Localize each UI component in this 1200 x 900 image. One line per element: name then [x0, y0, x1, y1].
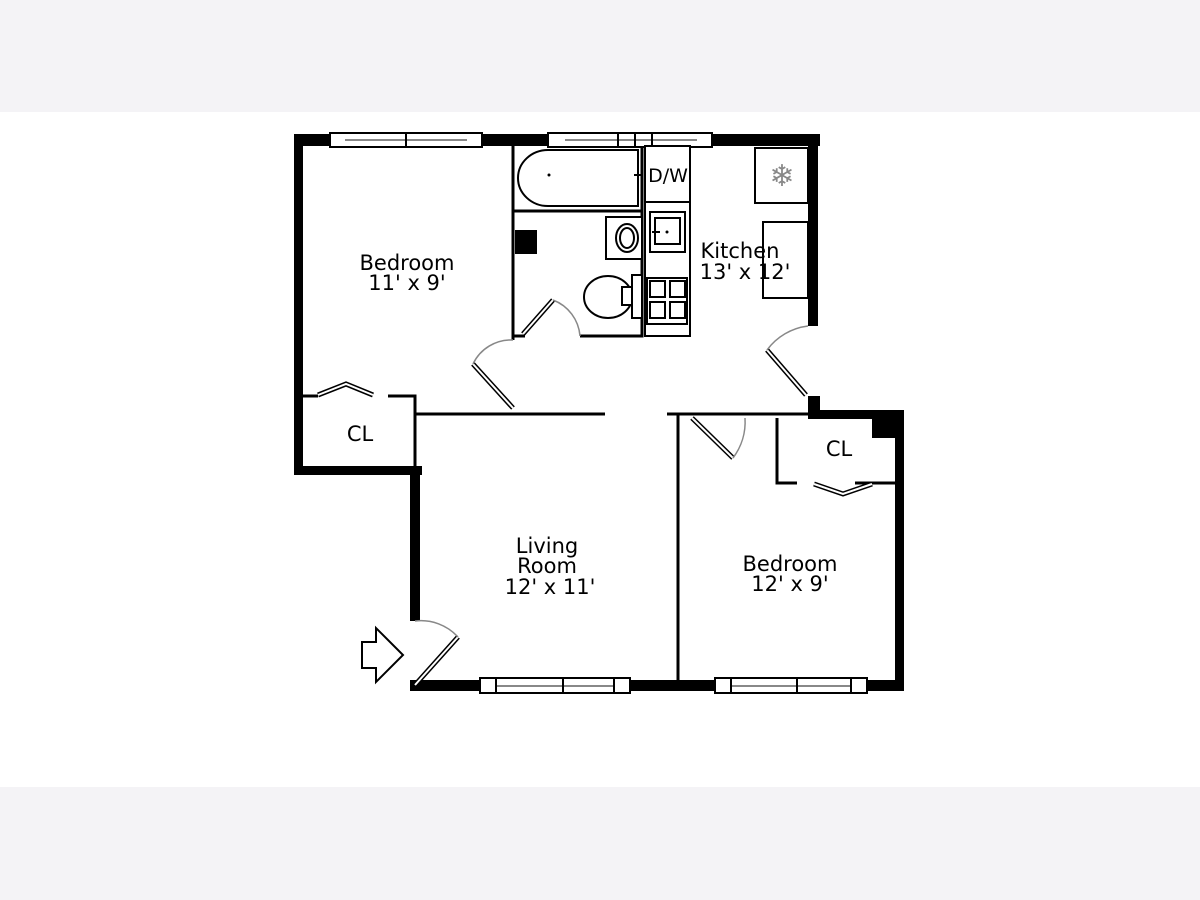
- closet-label: CL: [347, 422, 374, 446]
- room-name: Bedroom: [360, 251, 455, 275]
- dishwasher-label: D/W: [648, 165, 688, 187]
- closet-door: [317, 381, 374, 398]
- stove-icon: [646, 277, 688, 325]
- bedroom-door: [471, 339, 515, 410]
- counter: [762, 221, 809, 299]
- closet-label: CL: [826, 437, 853, 461]
- room-labels: D/W Bedroom 11' x 9' Kitchen 13' x 12' L…: [347, 165, 853, 599]
- room-size: 13' x 12': [700, 260, 791, 284]
- window: [329, 132, 483, 148]
- window: [479, 677, 631, 694]
- room-size: 12' x 11': [505, 575, 596, 599]
- entry-door: [413, 619, 460, 687]
- room-size: 12' x 9': [751, 572, 828, 596]
- kitchen-fixtures: ❄: [644, 145, 809, 337]
- bedroom2-door: [690, 416, 746, 460]
- interior-walls: [303, 146, 896, 680]
- snowflake-icon: ❄: [769, 159, 794, 194]
- kitchen-door: [765, 325, 809, 397]
- window: [547, 132, 713, 148]
- window: [714, 677, 868, 694]
- doors: [317, 298, 873, 687]
- bathtub-icon: [517, 149, 639, 207]
- bath-door: [521, 298, 581, 337]
- refrigerator-icon: [754, 147, 809, 204]
- room-name: Bedroom: [743, 552, 838, 576]
- room-name: Room: [517, 554, 577, 578]
- room-size: 11' x 9': [368, 271, 445, 295]
- room-name: Living: [516, 534, 578, 558]
- bathroom-fixtures: [517, 149, 643, 319]
- room-name: Kitchen: [701, 239, 780, 263]
- windows: [329, 132, 868, 694]
- closet-door: [813, 481, 873, 497]
- entry-arrow-icon: [361, 625, 405, 685]
- floor-plan-canvas: [0, 112, 1200, 787]
